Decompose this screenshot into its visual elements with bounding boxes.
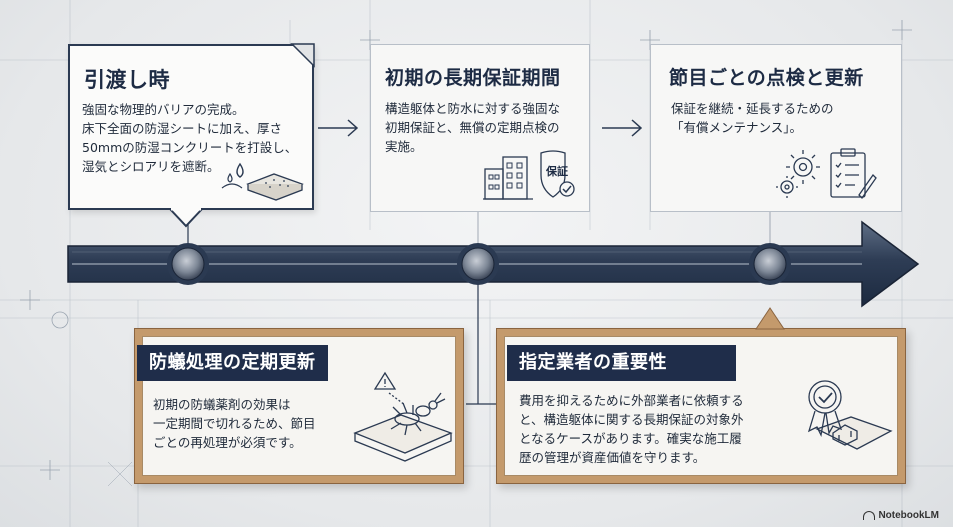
notebooklm-logo-icon xyxy=(863,510,876,520)
warranty-badge-label: 保証 xyxy=(546,165,568,178)
step-card-handover: 引渡し時 強固な物理的バリアの完成。 床下全面の防湿シートに加え、厚さ 50mm… xyxy=(68,44,314,210)
step-body: 保証を継続・延長するための 「有償メンテナンス」。 xyxy=(671,101,834,135)
note-card-termite: 防蟻処理の定期更新 初期の防蟻薬剤の効果は 一定期間で切れるため、節目 ごとの再… xyxy=(134,328,464,484)
termite-warning-icon xyxy=(345,371,457,475)
step-card-inspection-renewal: 節目ごとの点検と更新 保証を継続・延長するための 「有償メンテナンス」。 xyxy=(650,44,902,212)
note-title: 防蟻処理の定期更新 xyxy=(137,345,328,381)
brand-label: NotebookLM xyxy=(878,510,939,521)
note-title: 指定業者の重要性 xyxy=(507,345,736,381)
timeline-node-3 xyxy=(749,243,791,285)
step-title: 引渡し時 xyxy=(84,68,170,92)
step-body: 構造躯体と防水に対する強固な 初期保証と、無償の定期点検の 実施。 xyxy=(385,101,561,154)
step-body: 強固な物理的バリアの完成。 床下全面の防湿シートに加え、厚さ 50mmの防湿コン… xyxy=(82,102,298,174)
note-card-designated-contractor: 指定業者の重要性 費用を抑えるために外部業者に依頼する と、構造躯体に関する長期… xyxy=(496,328,906,484)
step-title: 初期の長期保証期間 xyxy=(385,67,561,89)
timeline-node-2 xyxy=(457,243,499,285)
gears-checklist-icon xyxy=(773,145,877,205)
brand-watermark: NotebookLM xyxy=(863,510,939,521)
moisture-barrier-icon xyxy=(218,154,306,210)
building-shield-icon xyxy=(483,145,583,207)
step-card-initial-warranty: 初期の長期保証期間 構造躯体と防水に対する強固な 初期保証と、無償の定期点検の … xyxy=(370,44,590,212)
timeline-node-1 xyxy=(167,243,209,285)
certificate-house-icon xyxy=(793,369,897,477)
note-body: 費用を抑えるために外部業者に依頼する と、構造躯体に関する長期保証の対象外 とな… xyxy=(519,393,744,465)
step-title: 節目ごとの点検と更新 xyxy=(669,67,864,89)
note-body: 初期の防蟻薬剤の効果は 一定期間で切れるため、節目 ごとの再処理が必須です。 xyxy=(153,397,316,450)
